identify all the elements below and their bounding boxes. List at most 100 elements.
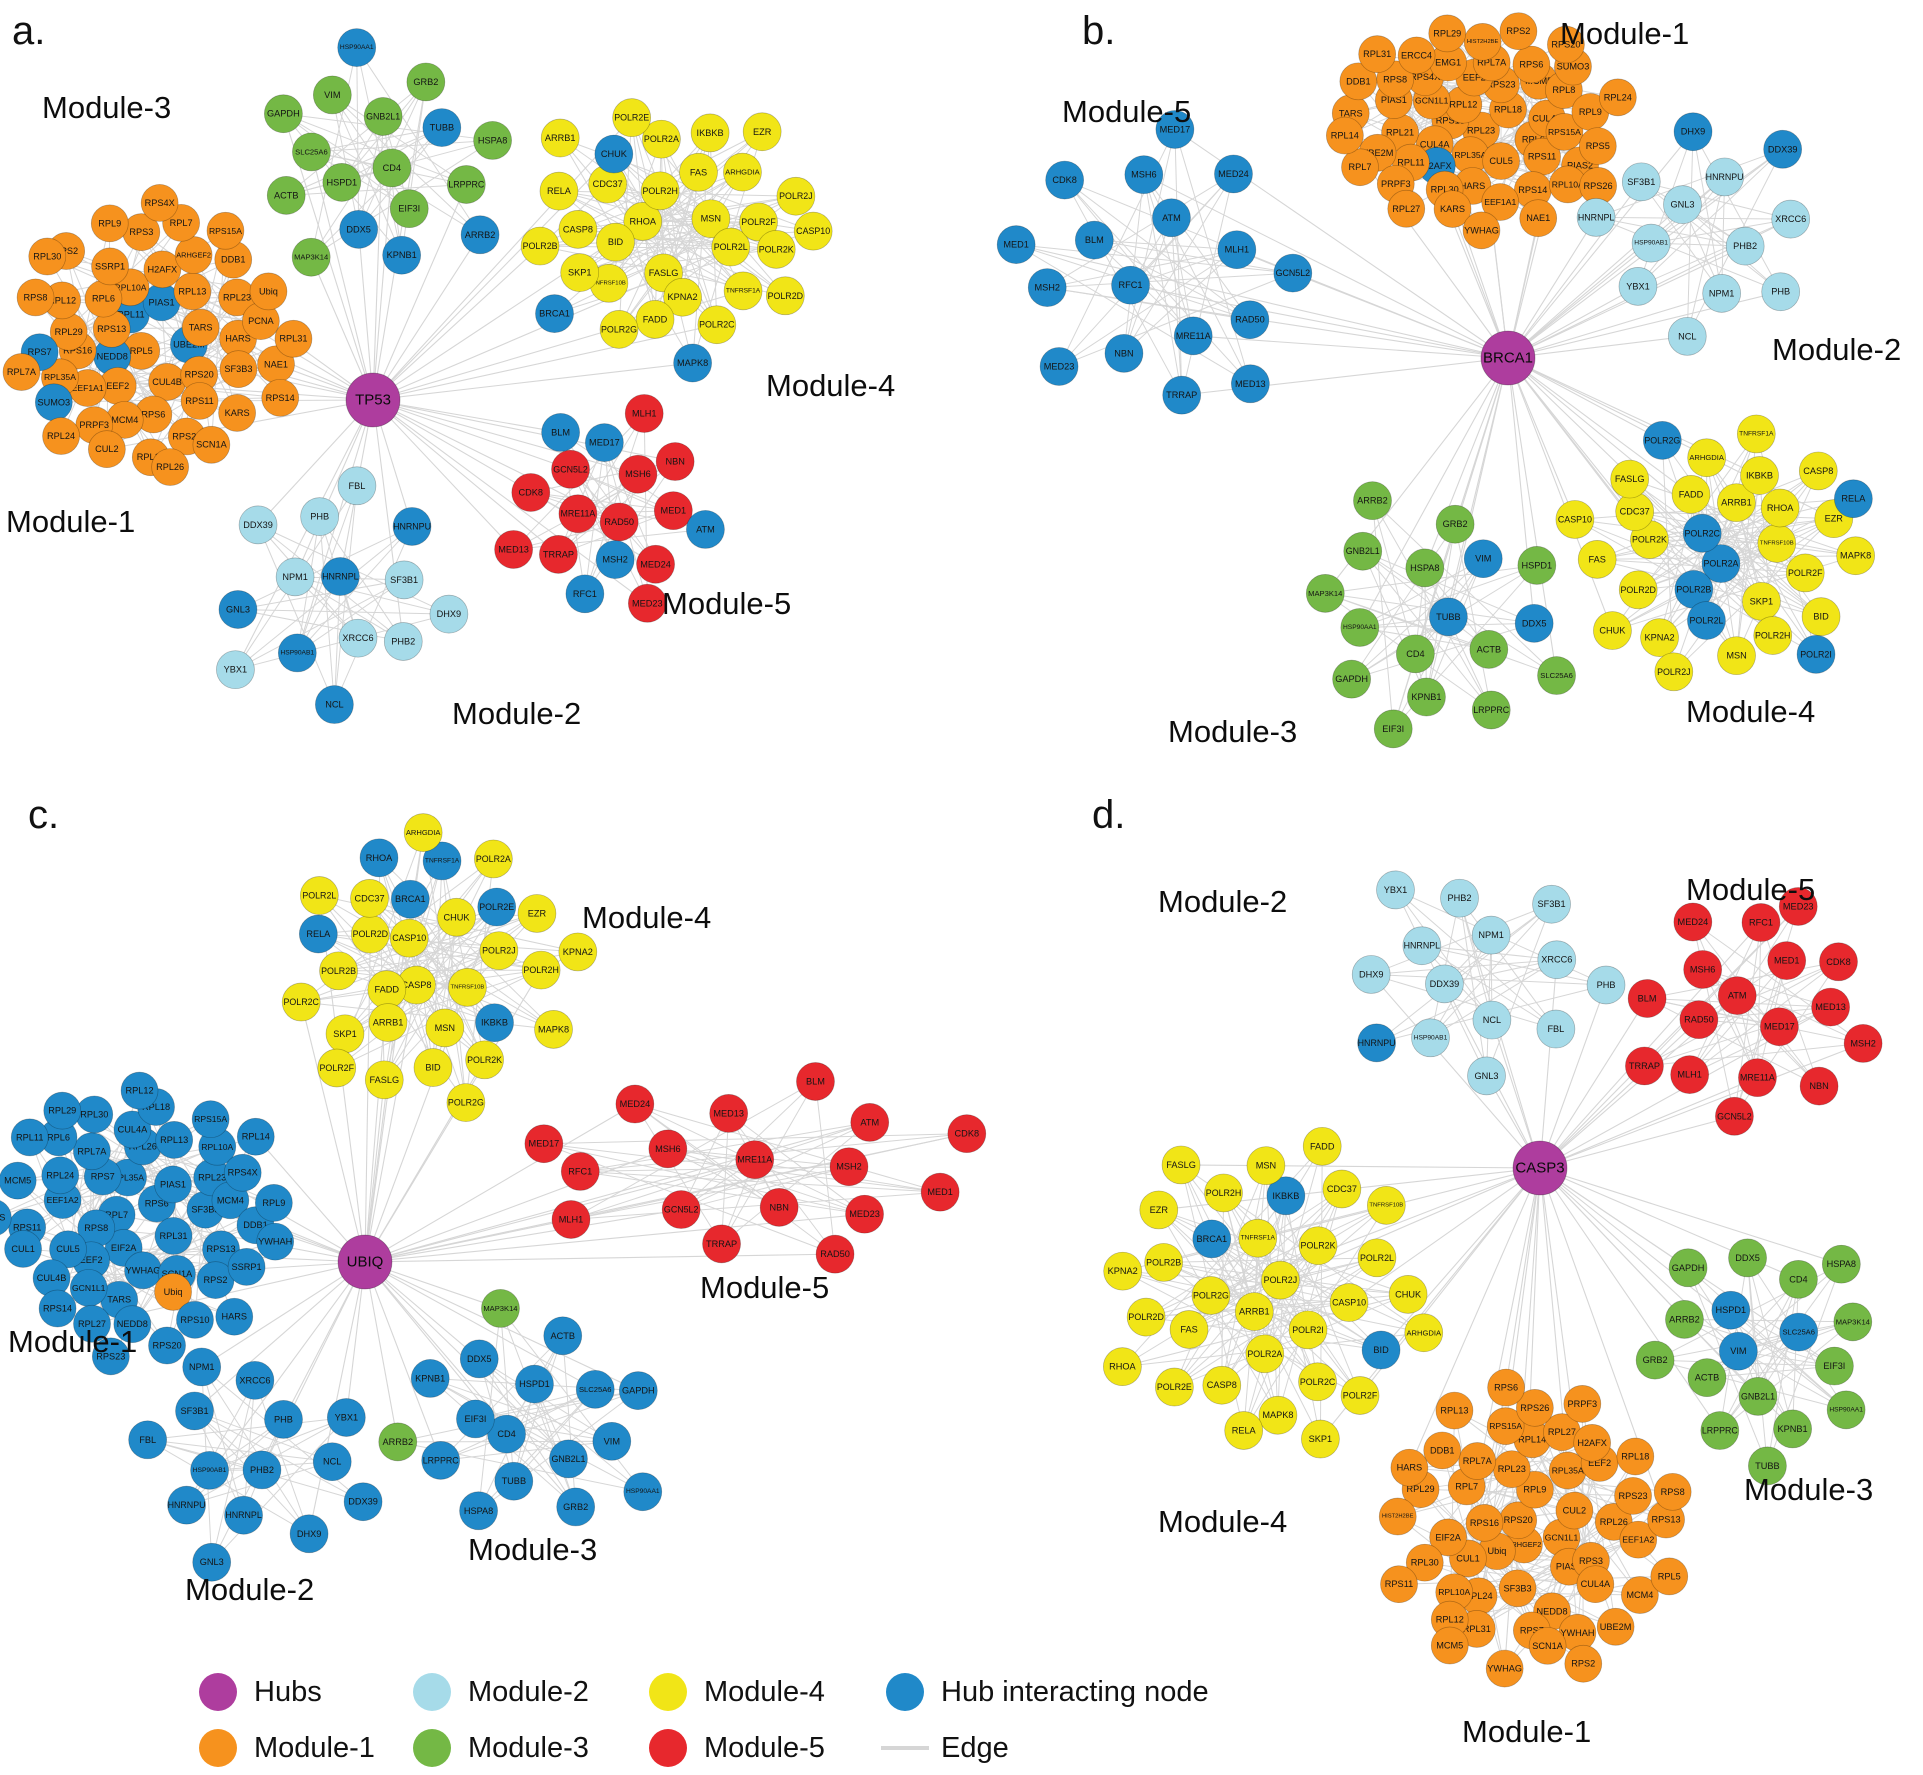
gene-label: RPS3: [129, 227, 153, 237]
gene-node: HSP90AB1: [1631, 223, 1671, 263]
gene-node-circle: [88, 430, 126, 469]
gene-label: MSH6: [1690, 964, 1716, 974]
gene-node: HSP90AA1: [337, 28, 377, 67]
edge: [1376, 903, 1552, 1044]
gene-node-circle: [1725, 226, 1765, 266]
gene-label: SF3B1: [1538, 899, 1566, 909]
gene-node-circle: [1230, 300, 1270, 340]
edge: [543, 1133, 967, 1145]
gene-label: NAE1: [1526, 213, 1550, 223]
gene-node-circle: [1329, 1283, 1369, 1322]
gene-label: RPL5: [130, 346, 153, 356]
gene-label: RPL11: [16, 1132, 43, 1142]
gene-label: MED24: [620, 1099, 651, 1109]
gene-node: BRCA1: [535, 294, 574, 333]
gene-label: RPL10A: [201, 1142, 233, 1152]
gene-node: TUBB: [422, 108, 462, 147]
gene-label: MSN: [435, 1023, 455, 1033]
gene-label: SUMO3: [37, 397, 70, 407]
gene-node-circle: [1519, 199, 1558, 238]
gene-node: RELA: [1834, 479, 1873, 519]
gene-label: EIF3I: [1382, 724, 1404, 734]
gene-label: PCNA: [248, 316, 274, 326]
gene-node-circle: [1390, 1448, 1429, 1487]
gene-label: RPS8: [1661, 1487, 1685, 1497]
gene-label: MSH6: [625, 469, 651, 479]
gene-node: MAP3K14: [291, 237, 331, 277]
gene-node-circle: [291, 237, 331, 277]
gene-label: ARHGDIA: [725, 168, 761, 177]
gene-node: XRCC6: [338, 618, 378, 658]
module-label: Module-5: [1062, 94, 1191, 129]
gene-node: MED17: [524, 1124, 564, 1164]
gene-node-circle: [618, 454, 658, 494]
gene-node-circle: [1397, 36, 1436, 75]
gene-node: NPM1: [275, 557, 315, 597]
gene-node-circle: [1152, 198, 1191, 238]
gene-node: POLR2G: [1191, 1276, 1231, 1315]
gene-node: KPNB1: [1773, 1409, 1812, 1449]
gene-node-circle: [337, 28, 377, 67]
edge: [634, 1103, 836, 1255]
gene-label: RPL31: [1463, 1624, 1491, 1634]
edge: [311, 139, 493, 153]
gene-node-circle: [372, 148, 412, 188]
gene-node-circle: [261, 378, 300, 417]
gene-label: SLC25A6: [295, 147, 328, 156]
gene-label: POLR2H: [642, 186, 677, 196]
gene-node-circle: [618, 1371, 658, 1410]
gene-label: RPL21: [1386, 128, 1414, 138]
gene-node-circle: [1801, 597, 1841, 636]
gene-node-circle: [1301, 1419, 1340, 1459]
legend-swatch: [199, 1729, 237, 1767]
gene-label: RFC1: [1749, 918, 1773, 928]
gene-node-circle: [182, 1347, 222, 1387]
gene-node-circle: [1340, 1376, 1380, 1415]
gene-label: RPS13: [97, 324, 126, 334]
gene-label: EEF1A1: [72, 383, 104, 393]
gene-node-circle: [556, 1487, 596, 1527]
edge: [211, 1380, 256, 1563]
gene-label: TUBB: [1436, 612, 1461, 622]
gene-node-circle: [776, 176, 816, 216]
hub-node: CASP3: [1512, 1140, 1568, 1196]
gene-node: EIF3I: [1815, 1346, 1854, 1386]
gene-label: DDX5: [346, 224, 371, 234]
gene-node-circle: [1653, 1472, 1692, 1511]
gene-node: TRRAP: [702, 1224, 741, 1264]
gene-node-circle: [277, 633, 317, 673]
gene-node: POLR2J: [1261, 1260, 1300, 1300]
gene-node-circle: [1358, 35, 1397, 73]
gene-label: NPM1: [1709, 288, 1735, 298]
gene-node-circle: [655, 442, 695, 481]
gene-label: DDB1: [1430, 1445, 1455, 1455]
edge: [1371, 973, 1557, 1030]
gene-node: TRRAP: [1162, 375, 1202, 415]
gene-label: HSP90AA1: [1829, 1406, 1863, 1413]
gene-label: RPL6: [1522, 135, 1545, 145]
edge: [570, 1081, 816, 1220]
gene-node-circle: [167, 1485, 206, 1525]
edge: [211, 1417, 347, 1563]
gene-node: NCL: [315, 685, 354, 724]
gene-label: MAPK8: [1840, 551, 1871, 561]
gene-label: LRPPRC: [1702, 1426, 1739, 1436]
gene-label: GAPDH: [1335, 674, 1368, 684]
gene-node-circle: [1576, 1565, 1615, 1604]
gene-node: PHB: [300, 497, 339, 536]
gene-node-circle: [1214, 154, 1253, 194]
gene-label: POLR2K: [1632, 535, 1667, 545]
gene-node: MED24: [1673, 902, 1713, 942]
gene-node: NBN: [655, 442, 695, 481]
edge: [1146, 1257, 1378, 1318]
gene-label: TRRAP: [706, 1239, 737, 1249]
gene-node-circle: [175, 1391, 214, 1431]
gene-node-circle: [384, 560, 424, 600]
gene-label: FADD: [1679, 489, 1704, 499]
edge: [1792, 1279, 1799, 1429]
gene-label: VIM: [324, 90, 340, 100]
gene-label: CHUK: [1395, 1289, 1422, 1299]
gene-node: POLR2A: [642, 119, 681, 159]
edge: [296, 526, 413, 654]
gene-node-circle: [575, 1369, 615, 1409]
